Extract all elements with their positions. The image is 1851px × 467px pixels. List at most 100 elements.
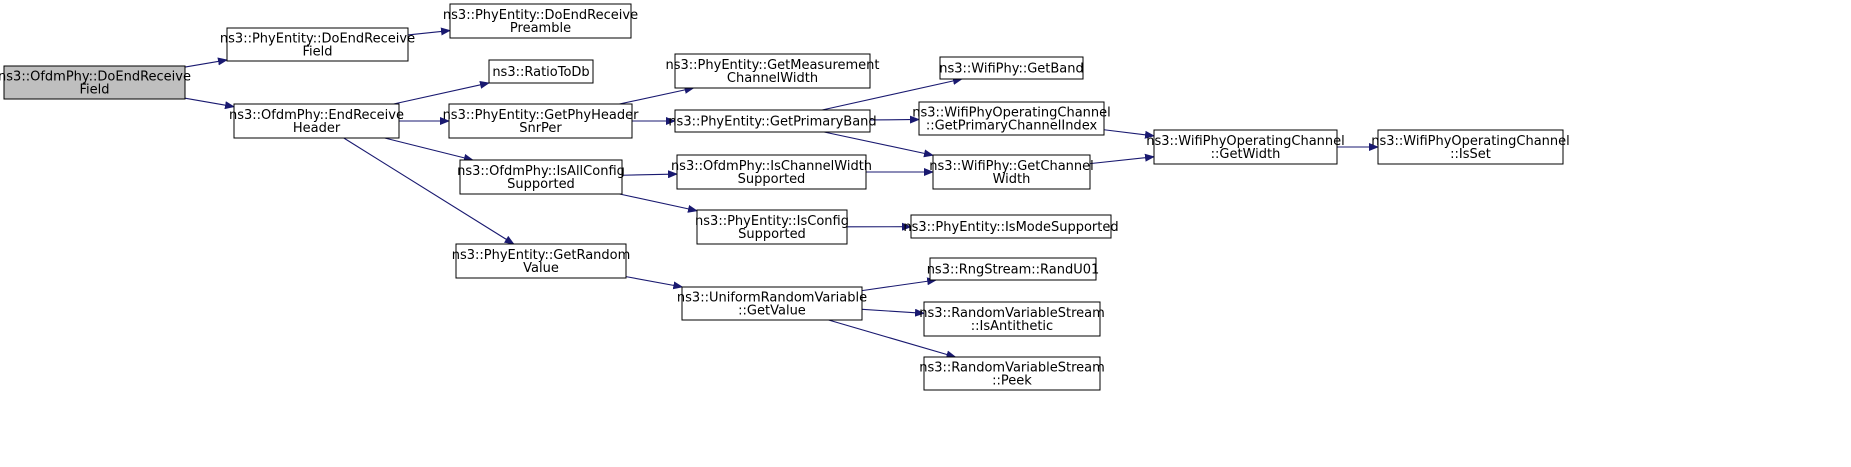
edge-n7-to-n8 <box>821 77 963 111</box>
edge-n9-to-n11 <box>1103 129 1155 139</box>
node-label: ns3::PhyEntity::IsConfig <box>695 214 849 229</box>
node-box <box>233 103 400 139</box>
node-box <box>676 154 867 190</box>
node-box <box>455 243 627 279</box>
node-label: Header <box>293 121 341 136</box>
node-box <box>1377 129 1564 165</box>
node-label: ns3::PhyEntity::DoEndReceive <box>443 8 638 23</box>
edge-n18-to-n21 <box>828 319 957 359</box>
edge-n7-to-n9 <box>869 115 920 124</box>
node-label: Supported <box>507 177 575 192</box>
node-label: ns3::PhyEntity::DoEndReceive <box>220 32 415 47</box>
edge-n0-to-n1 <box>184 57 228 68</box>
node-label: ns3::PhyEntity::IsModeSupported <box>903 220 1118 235</box>
edge-n13-to-n14 <box>621 170 678 179</box>
node-label: ns3::PhyEntity::GetPhyHeader <box>443 108 640 123</box>
node-label: ns3::OfdmPhy::EndReceive <box>229 108 404 123</box>
node-label: ::GetPrimaryChannelIndex <box>926 119 1098 134</box>
node-label: Width <box>993 172 1031 187</box>
node-box <box>932 154 1091 190</box>
node-box <box>910 214 1112 239</box>
node-box <box>923 301 1101 337</box>
edge-n5-to-n6 <box>619 85 695 105</box>
node-label: ::IsSet <box>1450 147 1491 162</box>
graph-node[interactable]: ns3::WifiPhyOperatingChannel::GetPrimary… <box>912 101 1111 136</box>
node-label: ns3::OfdmPhy::DoEndReceive <box>0 70 191 85</box>
node-box <box>449 3 632 39</box>
node-label: ns3::RatioToDb <box>492 65 589 80</box>
graph-node[interactable]: ns3::PhyEntity::GetPrimaryBand <box>668 109 877 133</box>
node-label: SnrPer <box>519 121 562 136</box>
node-label: ns3::WifiPhyOperatingChannel <box>1146 134 1345 149</box>
node-box <box>918 101 1105 136</box>
edge-n13-to-n15 <box>619 193 698 213</box>
node-box <box>939 56 1084 80</box>
node-label: ns3::OfdmPhy::IsChannelWidth <box>671 159 872 174</box>
edge-n7-to-n10 <box>823 131 934 158</box>
node-box <box>3 65 186 100</box>
node-box <box>674 53 871 89</box>
node-box <box>681 286 863 321</box>
node-label: Preamble <box>510 21 571 36</box>
node-label: ChannelWidth <box>727 71 818 86</box>
node-box <box>929 257 1097 281</box>
node-label: Supported <box>738 172 806 187</box>
node-box <box>488 59 594 84</box>
node-label: ns3::WifiPhyOperatingChannel <box>912 106 1111 121</box>
graph-node[interactable]: ns3::PhyEntity::IsModeSupported <box>903 214 1119 239</box>
node-label: ::Peek <box>992 374 1032 389</box>
node-label: ns3::WifiPhy::GetBand <box>939 62 1084 77</box>
node-box <box>674 109 871 133</box>
node-label: ::IsAntithetic <box>971 319 1053 334</box>
graph-node[interactable]: ns3::PhyEntity::GetMeasurementChannelWid… <box>666 53 880 89</box>
node-label: ns3::UniformRandomVariable <box>677 291 867 306</box>
edge-n3-to-n4 <box>393 80 490 105</box>
node-label: Field <box>79 83 109 98</box>
graph-node[interactable]: ns3::RandomVariableStream::IsAntithetic <box>919 301 1105 337</box>
node-box <box>1153 129 1338 165</box>
node-label: ::GetValue <box>738 304 806 319</box>
node-label: ns3::RngStream::RandU01 <box>927 263 1100 278</box>
node-box <box>448 103 633 139</box>
edge-n3-to-n13 <box>384 137 474 162</box>
node-box <box>226 27 409 62</box>
node-label: ns3::PhyEntity::GetPrimaryBand <box>668 115 876 130</box>
edge-n0-to-n3 <box>184 97 235 110</box>
node-box <box>696 209 848 245</box>
node-layer: ns3::OfdmPhy::DoEndReceiveFieldns3::PhyE… <box>0 3 1570 391</box>
edge-n18-to-n19 <box>861 277 938 292</box>
graph-node[interactable]: ns3::WifiPhy::GetBand <box>939 56 1084 80</box>
edge-n1-to-n2 <box>407 27 451 36</box>
edge-n3-to-n17 <box>343 137 515 245</box>
node-label: Value <box>523 261 559 276</box>
node-label: ns3::PhyEntity::GetMeasurement <box>666 58 880 73</box>
node-label: ns3::RandomVariableStream <box>919 306 1105 321</box>
graph-node[interactable]: ns3::RngStream::RandU01 <box>927 257 1100 281</box>
graph-node[interactable]: ns3::RatioToDb <box>488 59 594 84</box>
node-label: ns3::PhyEntity::GetRandom <box>452 248 631 263</box>
graph-node[interactable]: ns3::WifiPhyOperatingChannel::GetWidth <box>1146 129 1345 165</box>
node-box <box>459 159 623 195</box>
node-label: ns3::OfdmPhy::IsAllConfig <box>457 164 625 179</box>
node-label: ns3::WifiPhyOperatingChannel <box>1371 134 1570 149</box>
graph-node[interactable]: ns3::RandomVariableStream::Peek <box>919 356 1105 391</box>
edge-n10-to-n11 <box>1089 153 1155 165</box>
node-label: ns3::WifiPhy::GetChannel <box>929 159 1094 174</box>
graph-node[interactable]: ns3::WifiPhyOperatingChannel::IsSet <box>1371 129 1570 165</box>
node-label: Field <box>302 45 332 60</box>
graph-node[interactable]: ns3::UniformRandomVariable::GetValue <box>677 286 867 321</box>
edge-layer <box>184 27 1379 359</box>
node-label: ::GetWidth <box>1211 147 1281 162</box>
edge-n17-to-n18 <box>625 276 684 290</box>
